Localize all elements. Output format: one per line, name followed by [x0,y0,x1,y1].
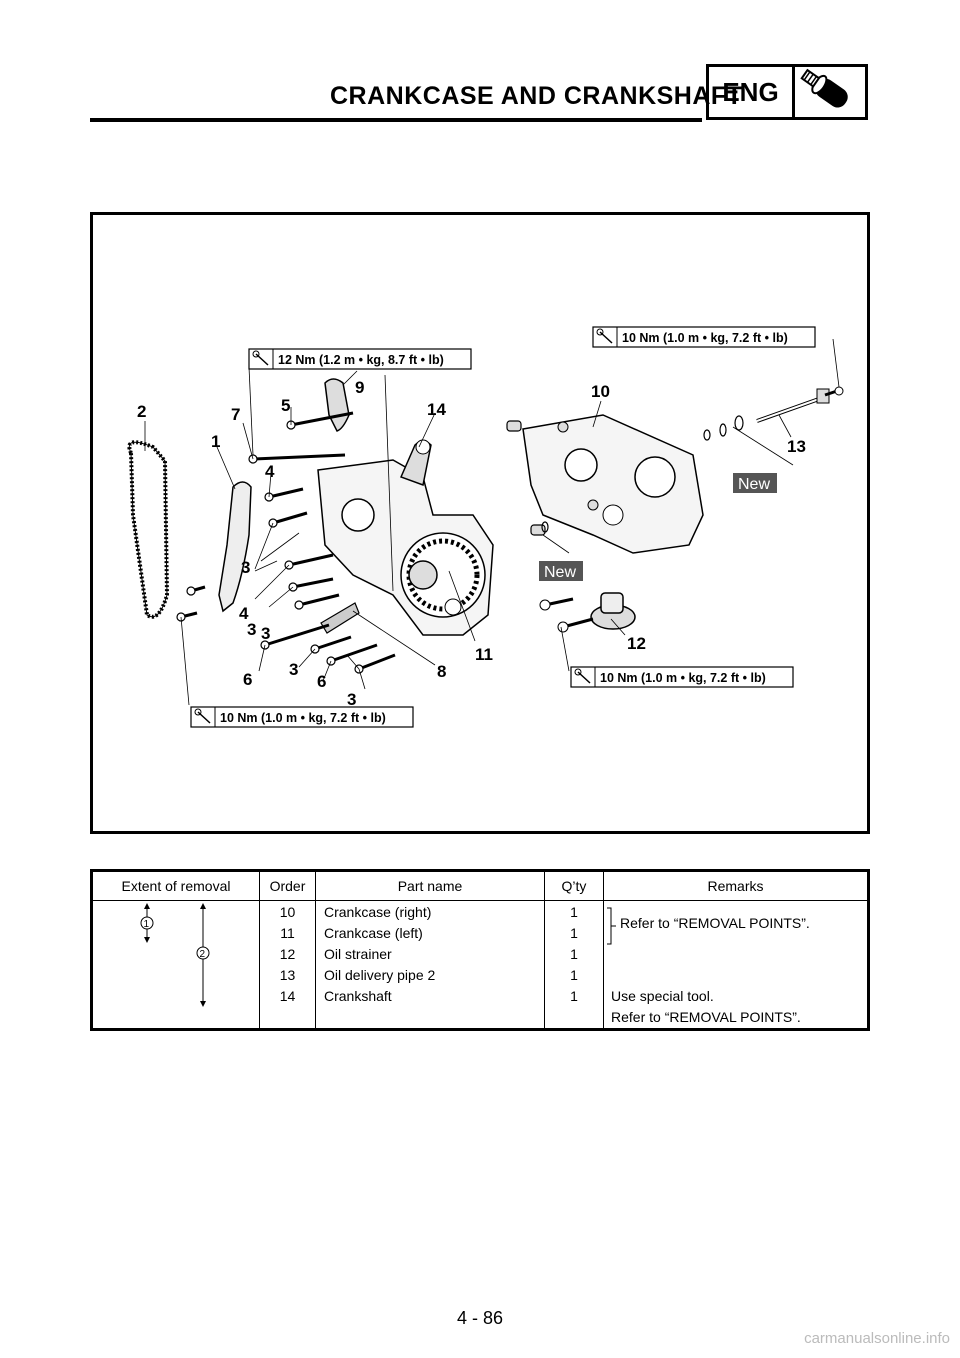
table-header: Order [259,870,316,901]
table-header: Extent of removal [91,870,260,901]
torque-spec-text: 10 Nm (1.0 m • kg, 7.2 ft • lb) [622,331,788,345]
part-name: Crankshaft [324,988,392,1004]
crankcase-left [317,459,494,636]
callout: 13 [787,437,806,456]
callout: 5 [281,396,290,415]
callout: 1 [211,432,220,451]
new-tag: New [539,561,583,581]
part-name: Crankcase (right) [324,904,432,920]
order-value: 13 [279,967,296,983]
callout: 7 [231,405,240,424]
wrench-icon [194,708,211,724]
wrench-icon [574,668,591,684]
qty-value: 1 [570,904,578,920]
callout: 3 [289,660,298,679]
order-cell: 10 11 12 13 14 [259,900,316,1030]
callout: 3 [247,620,256,639]
torque-spec-bottom-right: 10 Nm (1.0 m • kg, 7.2 ft • lb) [570,666,794,688]
watermark: carmanualsonline.info [804,1330,950,1347]
chain-guide [218,481,252,613]
extent-cell: 1 2 [91,900,260,1030]
order-value: 11 [280,925,295,941]
remark-text: Use special tool. [611,988,714,1004]
oil-strainer [539,592,636,633]
callout: 3 [241,558,250,577]
bolt-group-left [180,411,396,671]
callout: 11 [475,645,493,664]
order-value: 14 [279,988,296,1004]
oil-pipe [320,602,360,634]
qty-value: 1 [570,925,578,941]
section-badge: ENG [706,64,868,120]
page-number: 4 - 86 [456,1308,504,1328]
extent-marker: 2 [200,949,206,960]
parts-table: Extent of removal Order Part name Q’ty R… [90,869,870,1031]
callout: 8 [437,662,446,681]
callout: 14 [427,400,446,419]
crankshaft [399,439,432,487]
qty-value: 1 [570,967,578,983]
torque-spec-bottom-left: 10 Nm (1.0 m • kg, 7.2 ft • lb) [190,706,414,728]
torque-spec-top-left: 12 Nm (1.2 m • kg, 8.7 ft • lb) [248,348,472,370]
remark-text: Refer to “REMOVAL POINTS”. [611,1009,801,1025]
order-value: 10 [279,904,296,920]
wrench-icon [252,350,269,366]
part-name: Oil delivery pipe 2 [324,967,436,983]
callout-numbers: 1 2 3 3 3 3 3 3 4 4 5 6 6 7 8 9 10 11 12… [137,378,806,709]
callout: 3 [347,690,356,709]
table-header-row: Extent of removal Order Part name Q’ty R… [91,870,869,901]
svg-text:New: New [738,476,770,493]
timing-chain [127,440,170,619]
torque-spec-text: 10 Nm (1.0 m • kg, 7.2 ft • lb) [220,711,386,725]
svg-text:New: New [544,564,576,581]
callout: 12 [627,634,646,653]
wrench-icon [596,328,613,344]
order-value: 12 [279,946,296,962]
torque-spec-text: 10 Nm (1.0 m • kg, 7.2 ft • lb) [600,671,766,685]
table-header: Part name [315,870,545,901]
table-row: 1 2 10 11 12 13 14 Crankcase (right) Cra… [91,900,869,1030]
part-name: Oil strainer [324,946,392,962]
callout: 3 [261,624,270,643]
leader-lines [144,338,840,706]
page-title: CRANKCASE AND CRANKSHAFT [330,82,743,110]
callout: 10 [591,382,610,401]
callout: 6 [317,672,326,691]
qty-value: 1 [570,988,578,1004]
exploded-diagram: 1 2 3 3 3 3 3 3 4 4 5 6 6 7 8 9 10 11 12… [90,212,870,834]
callout: 6 [243,670,252,689]
callout: 2 [137,402,146,421]
table-header: Remarks [603,870,869,901]
qty-value: 1 [570,946,578,962]
part-cell: Crankcase (right) Crankcase (left) Oil s… [315,900,545,1030]
bracket [324,378,350,432]
new-tag: New [733,473,777,493]
torque-spec-top-right: 10 Nm (1.0 m • kg, 7.2 ft • lb) [592,326,816,348]
table-header: Q’ty [544,870,604,901]
crankcase-right [522,414,704,554]
engine-icon [795,67,865,117]
oil-delivery-pipe-2 [756,386,844,423]
extent-marker: 1 [144,919,150,930]
callout: 4 [265,462,275,481]
o-rings [541,415,744,533]
section-badge-label: ENG [709,67,795,117]
callout: 4 [239,604,249,623]
remarks-cell: Refer to “REMOVAL POINTS”. Use special t… [604,901,869,1030]
remark-text: Refer to “REMOVAL POINTS”. [620,915,810,931]
part-name: Crankcase (left) [324,925,423,941]
torque-spec-text: 12 Nm (1.2 m • kg, 8.7 ft • lb) [278,353,444,367]
callout: 9 [355,378,364,397]
qty-cell: 1 1 1 1 1 [544,900,604,1030]
header-rule [90,118,702,122]
